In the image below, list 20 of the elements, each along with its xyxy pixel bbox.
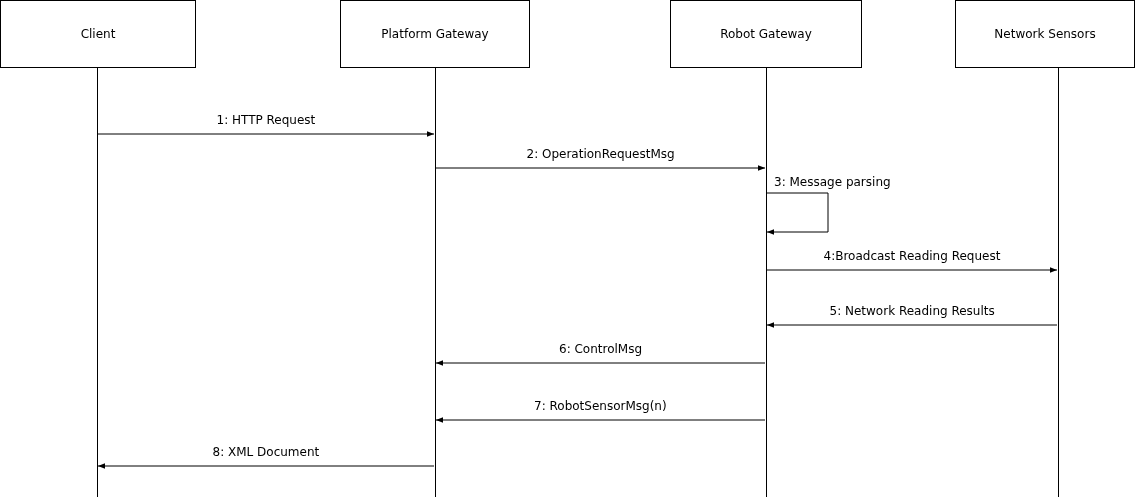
- message-label: 1: HTTP Request: [216, 113, 316, 127]
- participant-name: Robot Gateway: [720, 27, 812, 41]
- message-label: 8: XML Document: [212, 445, 320, 459]
- message-arrow: [435, 165, 766, 171]
- participant-name: Platform Gateway: [381, 27, 489, 41]
- message-label: 7: RobotSensorMsg(n): [534, 399, 667, 413]
- message-label: 3: Message parsing: [774, 175, 891, 189]
- message-label: 6: ControlMsg: [559, 342, 643, 356]
- participant-name: Network Sensors: [994, 27, 1096, 41]
- message-arrow: [435, 360, 766, 366]
- message-arrow: [97, 131, 435, 137]
- message-arrow: [766, 322, 1058, 328]
- message-label: 2: OperationRequestMsg: [526, 147, 675, 161]
- participant-name: Client: [80, 27, 116, 41]
- message-label: 4:Broadcast Reading Request: [823, 249, 1001, 263]
- message-arrow: [435, 417, 766, 423]
- message-arrow: [97, 463, 435, 469]
- message-arrow: [766, 192, 829, 235]
- message-arrow: [766, 267, 1058, 273]
- message-label: 5: Network Reading Results: [829, 304, 995, 318]
